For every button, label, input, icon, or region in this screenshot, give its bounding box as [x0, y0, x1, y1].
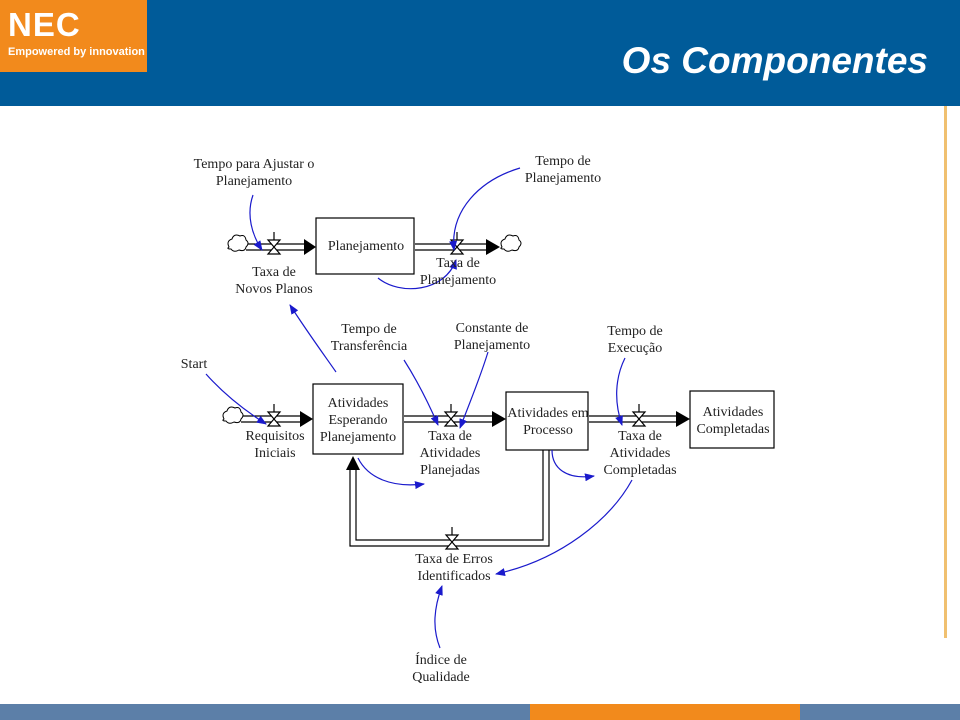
valve-atividades-completadas-icon — [631, 404, 647, 427]
valve-taxa-novos-planos-icon — [266, 232, 282, 255]
nec-logo: NEC Empowered by innovation — [0, 0, 147, 72]
label-taxa-atividades-completadas: Taxa de Atividades Completadas — [603, 429, 677, 478]
valve-atividades-planejadas-icon — [443, 404, 459, 427]
label-taxa-erros-identificados: Taxa de Erros Identificados — [415, 552, 493, 584]
label-requisitos-iniciais: Requisitos Iniciais — [245, 429, 305, 461]
label-atividades-esperando: Atividades Esperando Planejamento — [319, 396, 397, 445]
page-title: Os Componentes — [621, 40, 928, 81]
stock-atividades-processo — [505, 391, 589, 451]
cloud-source-top-icon — [227, 234, 249, 252]
valve-taxa-planejamento-icon — [449, 232, 465, 255]
logo-wordmark: NEC — [8, 6, 81, 43]
valve-icons — [266, 232, 647, 550]
label-atividades-processo: Atividades em Processo — [507, 406, 589, 438]
stock-atividades-esperando — [312, 383, 404, 455]
right-accent-line — [944, 106, 947, 638]
label-start: Start — [180, 357, 208, 372]
cloud-icons — [222, 234, 522, 424]
stock-boxes — [312, 217, 775, 455]
label-taxa-novos-planos: Taxa de Novos Planos — [235, 265, 313, 297]
footer-accent — [530, 704, 800, 720]
label-tempo-execucao: Tempo de Execução — [607, 324, 663, 356]
label-taxa-atividades-planejadas: Taxa de Atividades Planejadas — [419, 429, 481, 478]
logo-tagline: Empowered by innovation — [8, 46, 145, 58]
stock-atividades-completadas — [689, 390, 775, 449]
valve-erros-icon — [444, 527, 460, 550]
cloud-sink-top-icon — [500, 234, 522, 252]
label-tempo-planejamento: Tempo de Planejamento — [524, 154, 602, 186]
stock-planejamento — [315, 217, 415, 275]
cloud-source-middle-icon — [222, 406, 244, 424]
label-taxa-planejamento: Taxa de Planejamento — [419, 256, 497, 288]
label-planejamento: Planejamento — [327, 239, 405, 254]
label-tempo-ajustar-planejamento: Tempo para Ajustar o Planejamento — [193, 157, 315, 189]
label-atividades-completadas: Atividades Completadas — [696, 405, 770, 437]
flow-arrowheads — [300, 239, 690, 470]
info-links — [205, 167, 633, 649]
footer-bar — [0, 704, 960, 720]
valve-requisitos-icon — [266, 404, 282, 427]
label-indice-qualidade: Índice de Qualidade — [412, 653, 470, 685]
label-tempo-transferencia: Tempo de Transferência — [330, 322, 408, 354]
label-constante-planejamento: Constante de Planejamento — [453, 321, 531, 353]
header-bar: NEC Empowered by innovation Os Component… — [0, 0, 960, 106]
